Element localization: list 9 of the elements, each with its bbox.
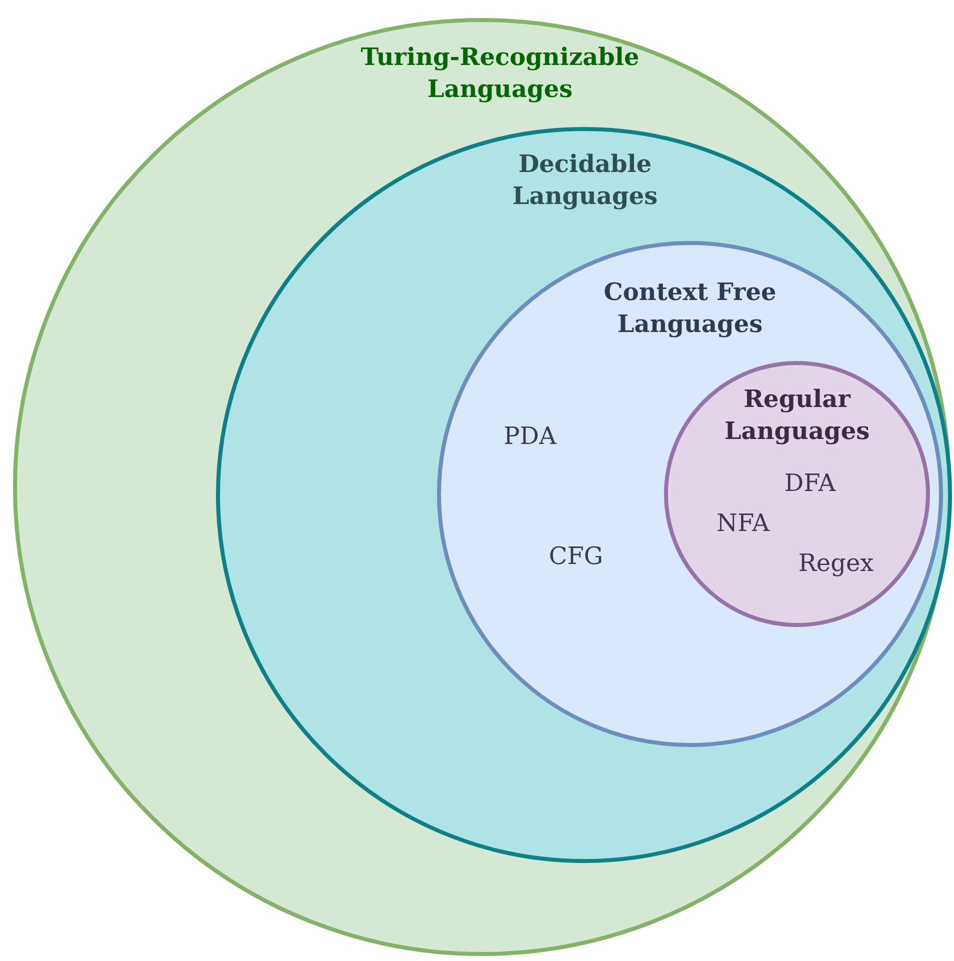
set-title: Decidable Languages [511, 148, 659, 212]
member-label: CFG [548, 541, 604, 572]
set-title: Context Free Languages [602, 276, 778, 340]
member-label: NFA [716, 508, 770, 539]
set-title: Turing-Recognizable Languages [360, 41, 640, 105]
member-label: DFA [784, 468, 836, 499]
member-label: PDA [504, 421, 556, 452]
member-label: Regex [798, 548, 874, 579]
set-title: Regular Languages [723, 383, 871, 447]
